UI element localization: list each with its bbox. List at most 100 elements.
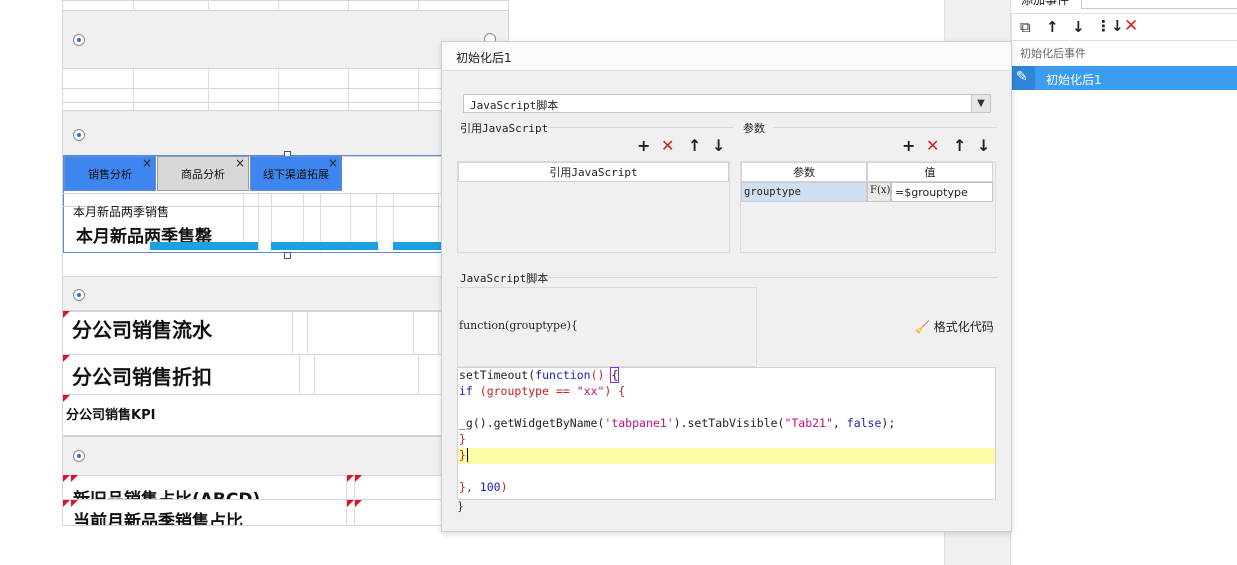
ratio-cell: 当前月新品季销售占比 [63, 500, 508, 525]
params-section-label: 参数 [743, 122, 765, 135]
fx-icon: F(x) [870, 185, 891, 196]
code-token: 'tabpane1' [604, 416, 674, 430]
grid-line [393, 193, 394, 251]
grid-line [133, 67, 134, 110]
tab-label: 商品分析 [181, 167, 225, 181]
ref-js-list[interactable]: 引用JavaScript [457, 161, 730, 253]
js-event-dialog: 初始化后1 JavaScript脚本 ▼ 引用JavaScript + ✕ ↑ … [441, 41, 1012, 532]
grid-line [278, 0, 279, 10]
formula-button[interactable]: F(x) [867, 182, 891, 202]
close-icon[interactable]: × [141, 156, 152, 170]
code-token: } [459, 448, 466, 462]
code-token: }, [459, 480, 480, 494]
param-name: grouptype [744, 186, 801, 198]
current-month-ratio-title: 当前月新品季销售占比 [73, 512, 243, 525]
code-line-8: }, 100) [459, 480, 508, 494]
event-type-select[interactable] [1081, 0, 1237, 9]
grid-line [320, 193, 321, 251]
edit-icon[interactable]: ✎ [1016, 69, 1028, 85]
close-icon[interactable]: × [234, 156, 245, 170]
tab-offline-channel[interactable]: 线下渠道拓展 × [250, 156, 342, 191]
resize-handle[interactable] [284, 252, 291, 259]
event-item-selected[interactable]: ✎ 初始化后1 [1011, 66, 1237, 90]
current-line-highlight [458, 448, 995, 464]
radio-option[interactable] [73, 34, 85, 46]
dialog-title: 初始化后1 [456, 51, 512, 65]
grid-line [208, 0, 209, 10]
code-token: ) [500, 480, 508, 494]
grid-line [413, 310, 414, 355]
arrow-up-icon[interactable]: ↑ [688, 136, 702, 155]
code-token: 100 [479, 480, 501, 494]
radio-option[interactable] [73, 450, 85, 462]
cell-marker [63, 355, 70, 362]
grid-line [307, 310, 308, 355]
event-panel: 添加事件 ⧉ ↑ ↓ ⋮↓ ✕ 初始化后事件 ✎ 初始化后1 [1010, 0, 1237, 565]
arrow-down-icon[interactable]: ↓ [712, 136, 726, 155]
code-line-5: } [459, 432, 466, 446]
block-band [63, 10, 508, 69]
section-divider [548, 277, 998, 278]
chevron-down-icon[interactable]: ▼ [971, 95, 990, 112]
grid-line [63, 193, 508, 194]
report-canvas: 销售分析 × 商品分析 × 线下渠道拓展 × 本月新品两季销售 本月新品两季售罄… [62, 0, 509, 526]
text-cursor [466, 448, 468, 462]
code-token: setTimeout( [459, 368, 536, 382]
param-name-cell[interactable]: grouptype [741, 182, 867, 202]
grid-line [63, 394, 508, 395]
arrow-up-icon[interactable]: ↑ [953, 136, 967, 155]
param-col-value: 值 [867, 162, 993, 182]
cell-marker [355, 500, 362, 507]
grid-line [376, 193, 377, 251]
grid-line [278, 67, 279, 110]
delete-icon[interactable]: ✕ [661, 136, 675, 155]
tab-sales-analysis[interactable]: 销售分析 × [64, 156, 156, 191]
progress-bar [150, 242, 258, 250]
cell-marker [71, 500, 78, 507]
delete-icon[interactable]: ✕ [1124, 16, 1139, 36]
cell-marker [63, 395, 70, 402]
cell-marker [63, 500, 70, 507]
grid-line [208, 67, 209, 110]
close-icon[interactable]: × [327, 156, 338, 170]
grid-line [348, 0, 349, 10]
progress-bar [271, 242, 378, 250]
grid-line [63, 102, 508, 103]
arrow-down-icon[interactable]: ↓ [1072, 18, 1085, 36]
add-event-label: 添加事件 [1021, 0, 1070, 7]
grid-line [418, 354, 419, 394]
code-token: ).setTabVisible( [673, 416, 785, 430]
radio-option[interactable] [73, 129, 85, 141]
grid-line [292, 310, 293, 355]
grid-line [348, 67, 349, 110]
grid-line [303, 193, 304, 251]
code-token: _g().getWidgetByName( [459, 416, 605, 430]
code-editor[interactable]: setTimeout(function() { if (grouptype ==… [457, 367, 996, 500]
copy-icon[interactable]: ⧉ [1020, 18, 1031, 36]
cell-marker [63, 475, 70, 482]
grid-line [438, 310, 439, 355]
add-icon[interactable]: + [902, 136, 916, 155]
arrow-down-icon[interactable]: ↓ [977, 136, 991, 155]
add-icon[interactable]: + [637, 136, 651, 155]
param-value-input[interactable]: =$grouptype [891, 182, 993, 202]
sales-flow-title: 分公司销售流水 [72, 318, 212, 342]
function-header-box: function(grouptype){ [457, 287, 757, 367]
code-line-2: if (grouptype == "xx") { [459, 384, 625, 398]
grid-line [314, 354, 315, 394]
format-code-button[interactable]: 🧹 格式化代码 [915, 318, 994, 335]
tab-product-analysis[interactable]: 商品分析 × [157, 156, 249, 191]
radio-option[interactable] [73, 289, 85, 301]
arrow-up-icon[interactable]: ↑ [1046, 18, 1059, 36]
code-token: { [610, 367, 620, 383]
edit-cell [1011, 66, 1035, 90]
grid-line [350, 193, 351, 251]
move-bottom-icon[interactable]: ⋮↓ [1096, 17, 1124, 35]
code-token: (grouptype == [472, 384, 577, 398]
script-type-select[interactable]: JavaScript脚本 ▼ [463, 94, 991, 113]
grid-line [63, 525, 508, 526]
grid-line [63, 435, 508, 436]
code-token: false [846, 416, 882, 430]
delete-icon[interactable]: ✕ [926, 136, 940, 155]
code-token: if [459, 384, 473, 398]
